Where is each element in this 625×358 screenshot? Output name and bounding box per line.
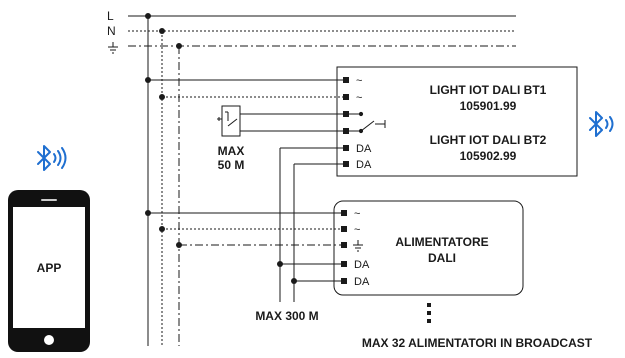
terminal xyxy=(343,128,349,134)
terminal xyxy=(341,210,347,216)
power-supply-title-1: ALIMENTATORE xyxy=(395,235,488,249)
terminal-label: DA xyxy=(354,276,370,288)
device-bt-box xyxy=(336,66,578,177)
phone-app-label: APP xyxy=(37,261,62,275)
push-button-switch-icon xyxy=(217,105,241,137)
earth-ground-icon xyxy=(353,240,363,252)
phone-speaker xyxy=(41,199,57,201)
smartphone: APP xyxy=(8,190,90,352)
terminal xyxy=(343,145,349,151)
power-supply-title-2: DALI xyxy=(428,251,456,265)
device-bt-terminals xyxy=(343,77,349,167)
terminal xyxy=(343,161,349,167)
terminal xyxy=(343,111,349,117)
line-n-label: N xyxy=(107,24,116,38)
vertical-ellipsis-icon xyxy=(427,303,431,323)
terminal-label: DA xyxy=(356,143,372,155)
terminal-label: ~ xyxy=(356,92,362,104)
bus-max-label: MAX 300 M xyxy=(255,309,318,323)
terminal-label: ~ xyxy=(356,75,362,87)
line-l-label: L xyxy=(107,9,114,23)
device-relay-icon xyxy=(349,111,386,134)
switch-max-label-1: MAX xyxy=(218,144,245,158)
terminal-label: ~ xyxy=(354,224,360,236)
terminal xyxy=(341,242,347,248)
device-bt1-title: LIGHT IOT DALI BT1 xyxy=(430,83,547,97)
device-bt2-code: 105902.99 xyxy=(460,149,517,163)
terminal xyxy=(341,261,347,267)
power-supply-terminals xyxy=(341,210,347,284)
power-supply-box xyxy=(333,200,524,296)
bluetooth-signal-icon xyxy=(589,111,614,137)
device-bt1-code: 105901.99 xyxy=(460,99,517,113)
terminal-label: DA xyxy=(354,259,370,271)
terminal xyxy=(341,278,347,284)
earth-ground-icon xyxy=(108,42,118,54)
terminal xyxy=(343,94,349,100)
broadcast-max-label: MAX 32 ALIMENTATORI IN BROADCAST xyxy=(362,336,593,350)
device-bt-wires xyxy=(148,79,345,165)
terminal-label: DA xyxy=(356,159,372,171)
vertical-drops xyxy=(147,16,180,346)
device-bt2-title: LIGHT IOT DALI BT2 xyxy=(430,133,547,147)
phone-home-button xyxy=(44,335,54,345)
phone-screen xyxy=(13,207,85,328)
supply-lines xyxy=(128,15,516,47)
terminal xyxy=(341,226,347,232)
terminal xyxy=(343,77,349,83)
terminal-label: ~ xyxy=(354,208,360,220)
switch-max-label-2: 50 M xyxy=(218,158,245,172)
power-supply-wires xyxy=(148,212,341,282)
bluetooth-signal-icon xyxy=(37,145,67,171)
